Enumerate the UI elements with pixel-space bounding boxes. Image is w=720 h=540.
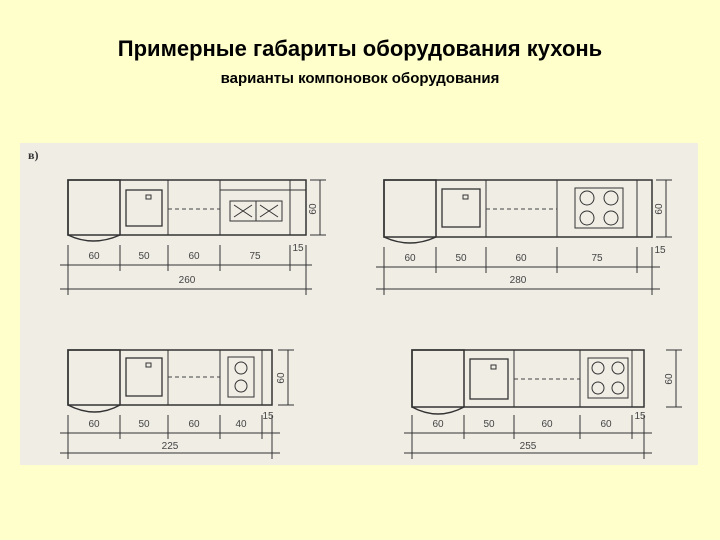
corner-cabinet — [411, 349, 465, 415]
total-label: 225 — [162, 441, 179, 452]
depth-label: 60 — [664, 373, 675, 385]
burner-icon — [579, 190, 595, 206]
drain-icon — [145, 362, 152, 368]
counter-outline — [67, 179, 307, 236]
corner-cabinet — [67, 179, 121, 242]
burner-grate-icon — [233, 204, 279, 218]
segment-ticks — [411, 415, 645, 439]
layout-bottom-right: 60 60 50 60 60 15 255 — [404, 349, 682, 459]
back-rail — [219, 179, 307, 191]
segment-label: 50 — [455, 253, 467, 264]
segment-label: 15 — [292, 243, 304, 254]
drain-icon — [462, 194, 469, 200]
burner-icon — [591, 361, 605, 375]
sink-icon — [125, 357, 163, 397]
total-ticks — [411, 439, 645, 459]
segment-label: 15 — [634, 411, 646, 422]
total-ticks — [67, 271, 307, 295]
diagram-canvas: в) 60 60 5 — [28, 148, 682, 459]
segment-label: 60 — [188, 251, 200, 262]
segment-ticks — [67, 415, 273, 439]
layout-top-right: 60 60 50 60 75 15 280 — [376, 179, 672, 295]
burner-icon — [611, 361, 625, 375]
burner-icon — [603, 190, 619, 206]
segment-label: 75 — [249, 251, 261, 262]
corner-cabinet — [383, 179, 437, 244]
layout-top-left: 60 60 50 60 75 15 260 — [60, 179, 326, 295]
segment-label: 60 — [541, 419, 553, 430]
segment-label: 15 — [654, 245, 666, 256]
segment-label: 40 — [235, 419, 247, 430]
segment-label: 60 — [600, 419, 612, 430]
drain-icon — [490, 364, 497, 370]
burner-icon — [579, 210, 595, 226]
burner-icon — [591, 381, 605, 395]
burner-icon — [603, 210, 619, 226]
stove-icon — [227, 356, 255, 398]
segment-label: 50 — [138, 251, 150, 262]
stove-icon — [587, 357, 629, 399]
figure-label: в) — [28, 148, 38, 162]
segment-label: 60 — [88, 251, 100, 262]
segment-label: 75 — [591, 253, 603, 264]
segment-label: 15 — [262, 411, 274, 422]
counter-outline — [411, 349, 645, 408]
segment-label: 60 — [88, 419, 100, 430]
total-label: 280 — [510, 275, 527, 286]
burner-icon — [234, 379, 248, 393]
segment-label: 60 — [432, 419, 444, 430]
depth-label: 60 — [308, 203, 319, 215]
page-subtitle: варианты компоновок оборудования — [220, 70, 500, 87]
depth-label: 60 — [654, 203, 665, 215]
segment-label: 60 — [404, 253, 416, 264]
sink-icon — [125, 189, 163, 227]
segment-label: 50 — [138, 419, 150, 430]
segment-label: 50 — [483, 419, 495, 430]
counter-outline — [67, 349, 273, 406]
segment-ticks — [67, 245, 307, 271]
corner-cabinet — [67, 349, 121, 413]
segment-ticks — [383, 247, 653, 273]
burner-icon — [611, 381, 625, 395]
segment-label: 60 — [515, 253, 527, 264]
drain-icon — [145, 194, 152, 200]
total-label: 260 — [179, 275, 196, 286]
total-ticks — [67, 439, 273, 459]
kitchen-layout-diagram: в) 60 60 5 — [20, 143, 698, 465]
total-label: 255 — [520, 441, 537, 452]
burner-icon — [234, 361, 248, 375]
sink-icon — [441, 188, 481, 228]
layout-bottom-left: 60 60 50 60 40 15 225 — [60, 349, 294, 459]
total-ticks — [383, 273, 653, 295]
segment-label: 60 — [188, 419, 200, 430]
depth-label: 60 — [276, 372, 287, 384]
page-title: Примерные габариты оборудования кухонь — [117, 36, 603, 61]
counter-outline — [383, 179, 653, 238]
stove-icon — [574, 187, 624, 229]
sink-icon — [469, 358, 509, 400]
burner-icon — [255, 200, 283, 222]
